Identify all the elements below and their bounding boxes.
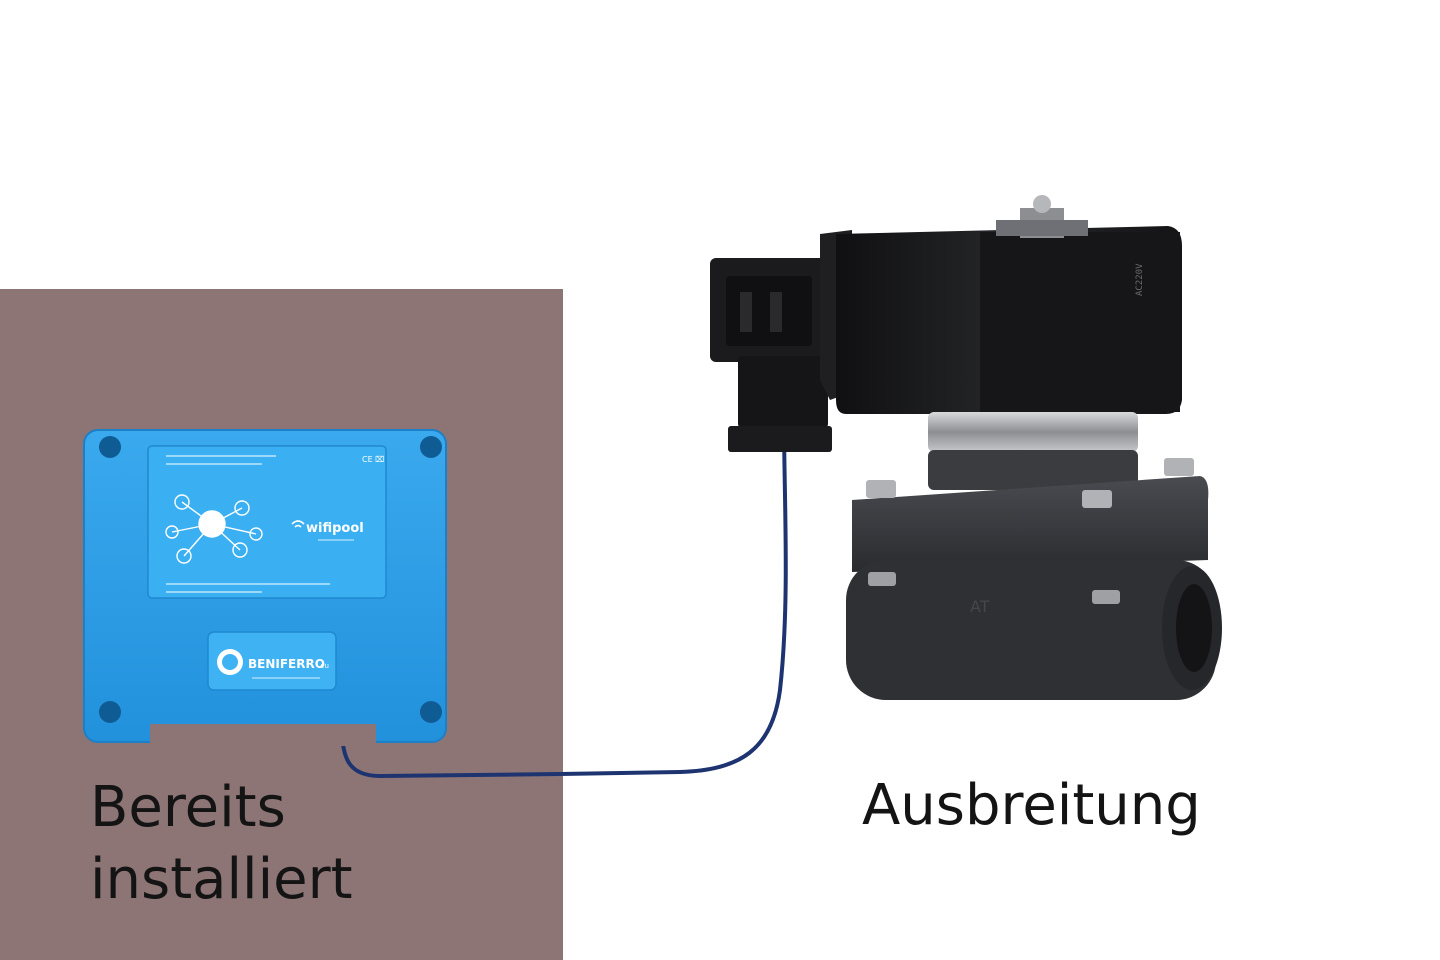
svg-text:AC220V: AC220V: [1135, 263, 1145, 296]
svg-text:AT: AT: [970, 597, 990, 616]
solenoid-valve: AC220V AT: [710, 195, 1222, 700]
svg-text:CE ⌧: CE ⌧: [362, 455, 384, 464]
brand-bottom: BENIFERRO: [248, 657, 325, 671]
beniferro-logo: BENIFERRO .eu: [217, 649, 329, 679]
cable: [340, 418, 788, 779]
svg-text:.eu: .eu: [318, 662, 329, 670]
network-diagram-icon: [165, 494, 263, 564]
expansion-label: Ausbreitung: [862, 773, 1201, 838]
wifipool-logo: wifipool: [291, 520, 364, 541]
installed-label: Bereits installiert: [90, 772, 353, 916]
controller-device: CE ⌧ wifipool BENIF: [83, 429, 447, 746]
installed-label-line2: installiert: [90, 847, 353, 912]
brand-top: wifipool: [306, 521, 364, 536]
installed-label-line1: Bereits: [90, 775, 286, 840]
